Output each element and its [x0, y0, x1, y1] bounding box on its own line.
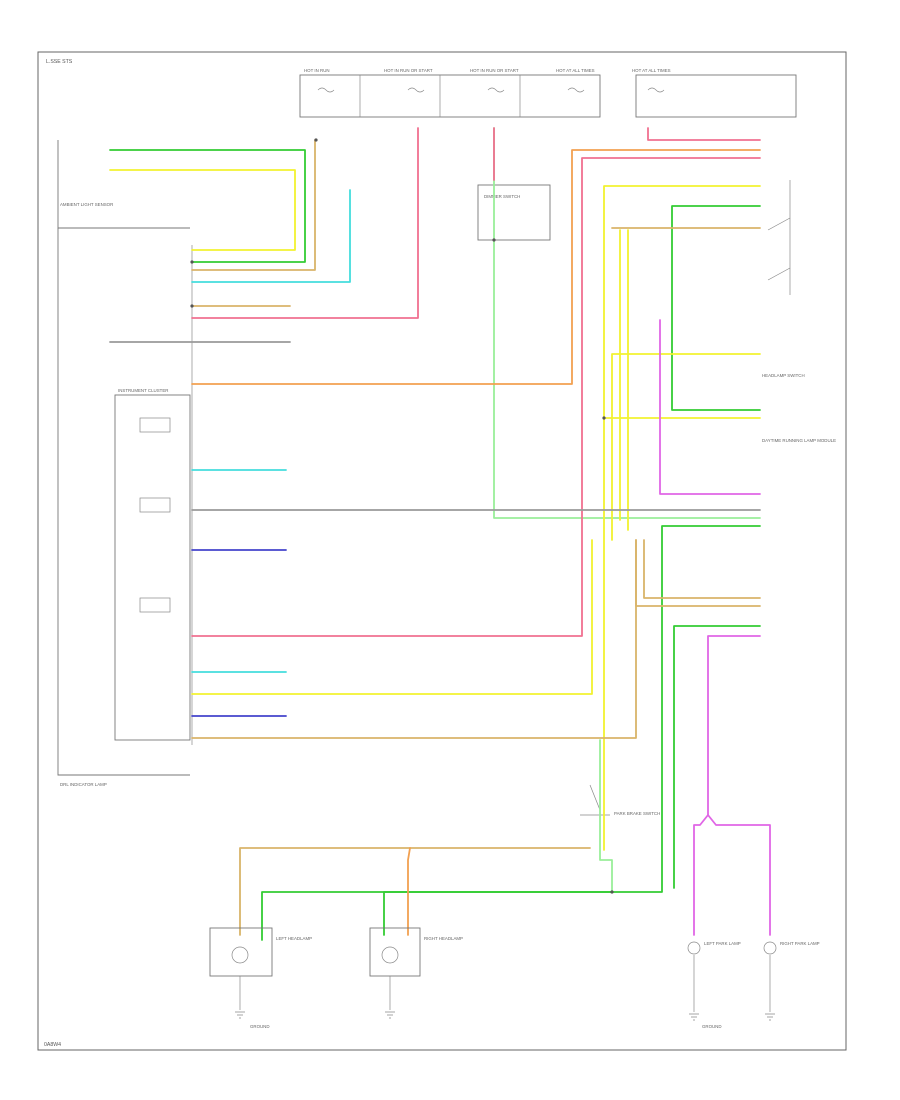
- right-headlamp-label: RIGHT HEADLAMP: [424, 936, 463, 941]
- wire-tan-4: [635, 539, 761, 607]
- wire-magenta-2: [707, 635, 771, 936]
- fuse-5-label: HOT AT ALL TIMES: [632, 68, 671, 73]
- left-footnote-label: DRL INDICATOR LAMP: [60, 782, 107, 787]
- wire-green-5: [261, 891, 613, 941]
- wire-tan-1: [191, 139, 316, 271]
- wire-tan-3: [191, 539, 637, 739]
- instrument-cluster: INSTRUMENT CLUSTER: [114, 388, 191, 741]
- fuse-2-label: HOT IN RUN OR START: [384, 68, 433, 73]
- wire-green-2: [671, 205, 761, 411]
- fuse-4-label: HOT AT ALL TIMES: [556, 68, 595, 73]
- dimmer-switch-label: DIMMER SWITCH: [484, 194, 520, 199]
- wire-yellow-3: [191, 539, 593, 695]
- wire-cyan-1: [191, 189, 351, 283]
- left-park-lamp: LEFT PARK LAMP: [687, 941, 741, 1012]
- wire-green-4: [673, 625, 761, 889]
- connector-dots: [190, 138, 614, 894]
- wire-green-3: [611, 525, 761, 893]
- ground-left-label: GROUND: [250, 1024, 270, 1029]
- footer-code-label: 0A8W4: [44, 1042, 61, 1048]
- wire-pink-3: [647, 127, 761, 141]
- left-headlamp: LEFT HEADLAMP: [209, 927, 312, 1010]
- headlamp-switch-label: HEADLAMP SWITCH: [762, 373, 805, 378]
- right-park-lamp: RIGHT PARK LAMP: [763, 941, 820, 1012]
- left-headlamp-label: LEFT HEADLAMP: [276, 936, 312, 941]
- wire-lightgreen-1: [493, 127, 761, 519]
- wire-yellow-2: [603, 185, 761, 851]
- diagram-frame: [37, 51, 847, 1051]
- ground-right-label: GROUND: [702, 1024, 722, 1029]
- fuse-1-label: HOT IN RUN: [304, 68, 330, 73]
- instrument-cluster-label: INSTRUMENT CLUSTER: [118, 388, 168, 393]
- left-module: AMBIENT LIGHT SENSOR DRL INDICATOR LAMP: [57, 140, 193, 787]
- left-module-label: AMBIENT LIGHT SENSOR: [60, 202, 113, 207]
- wire-green-6: [383, 891, 613, 936]
- wire-magenta-3: [693, 814, 709, 936]
- wire-pink-2: [191, 157, 761, 637]
- wire-tan-5: [643, 539, 761, 599]
- wire-green-1: [109, 149, 306, 263]
- right-park-lamp-label: RIGHT PARK LAMP: [780, 941, 820, 946]
- wire-yellow-1: [109, 169, 296, 251]
- wire-lightgreen-2: [599, 739, 613, 893]
- park-brake-switch: PARK BRAKE SWITCH: [580, 784, 660, 816]
- headlamp-switch: HEADLAMP SWITCH DAYTIME RUNNING LAMP MOD…: [762, 180, 836, 443]
- left-park-lamp-label: LEFT PARK LAMP: [704, 941, 741, 946]
- fuse-block: HOT IN RUN HOT IN RUN OR START HOT IN RU…: [299, 68, 797, 118]
- park-brake-switch-label: PARK BRAKE SWITCH: [614, 811, 660, 816]
- right-module-label: DAYTIME RUNNING LAMP MODULE: [762, 438, 836, 443]
- dimmer-switch: DIMMER SWITCH: [477, 184, 551, 241]
- right-headlamp: RIGHT HEADLAMP: [369, 927, 463, 1010]
- wire-orange-1: [191, 149, 761, 385]
- wire-tan-7: [239, 847, 591, 936]
- wire-magenta-1: [659, 319, 761, 495]
- ground-symbols: [235, 1011, 775, 1021]
- wire-pink-1: [191, 127, 419, 319]
- wire-orange-2: [407, 847, 411, 936]
- fuse-3-label: HOT IN RUN OR START: [470, 68, 519, 73]
- page-header-label: L.SSE STS: [46, 59, 73, 65]
- wire-yellow-4: [611, 353, 761, 541]
